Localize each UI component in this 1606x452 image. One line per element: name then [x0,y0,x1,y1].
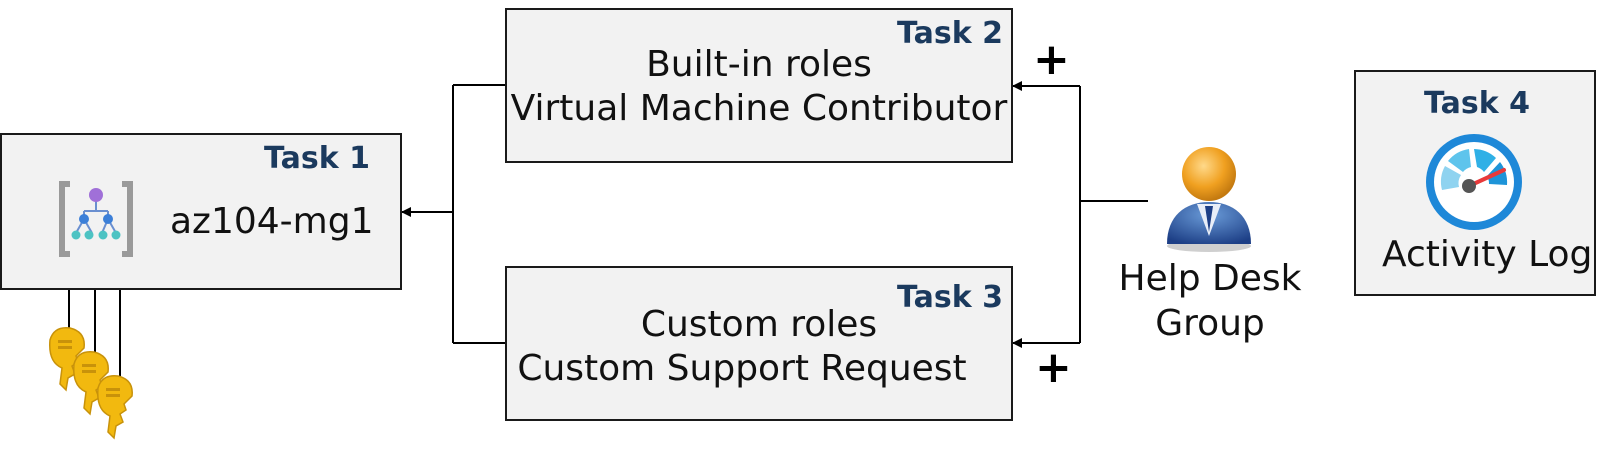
group-line2: Group [1155,303,1265,344]
user-icon [1167,147,1251,252]
gauge-icon [1426,134,1522,230]
task4-name: Activity Log [1382,234,1593,275]
plus-icon: + [1035,342,1072,393]
task3-tag: Task 3 [897,280,1003,315]
task2-line2: Virtual Machine Contributor [510,88,1008,129]
task1-box: Task 1 az104-mg1 [0,133,402,290]
task3-line2: Custom Support Request [517,348,967,389]
task4-tag: Task 4 [1424,86,1530,121]
key-icon [73,351,109,416]
task2-line1: Built-in roles [646,44,872,85]
key-icon [49,327,85,392]
task3-box: Task 3 Custom roles Custom Support Reque… [505,266,1013,421]
plus-icon: + [1033,34,1070,85]
left-bracket-connector [401,84,505,344]
right-bracket-connector [1012,81,1148,348]
task3-line1: Custom roles [640,304,878,345]
task2-tag: Task 2 [897,16,1003,51]
task4-box: Task 4 Activity Log [1354,70,1596,296]
task1-name: az104-mg1 [170,201,374,242]
management-group-icon [59,181,133,257]
keys-group [49,327,133,440]
task1-tag: Task 1 [264,141,370,176]
group-line1: Help Desk [1118,258,1302,299]
task2-box: Task 2 Built-in roles Virtual Machine Co… [505,8,1013,163]
key-icon [97,375,133,440]
